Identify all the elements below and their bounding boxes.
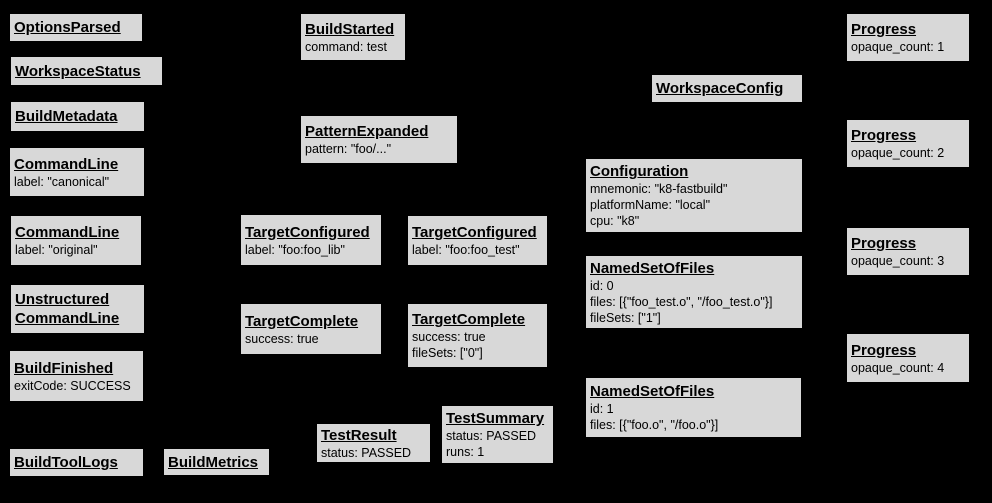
node-build-finished: BuildFinished exitCode: SUCCESS [9,350,144,402]
node-title: Configuration [590,163,689,180]
node-detail: success: true [412,330,486,344]
node-progress-3: Progress opaque_count: 3 [846,227,970,276]
node-test-summary: TestSummary status: PASSED runs: 1 [441,405,554,464]
node-target-complete-foo-lib: TargetComplete success: true [240,303,382,355]
node-detail: status: PASSED [321,445,412,460]
node-options-parsed: OptionsParsed [9,13,143,42]
node-title: TestSummary [446,410,545,427]
node-configuration: Configuration mnemonic: "k8-fastbuild" p… [585,158,803,233]
node-detail: opaque_count: 3 [851,254,945,268]
node-detail: id: 1 [590,402,614,416]
node-pattern-expanded: PatternExpanded pattern: "foo/..." [300,115,458,164]
node-title: Unstructured CommandLine [15,291,120,327]
node-title: BuildToolLogs [14,454,118,471]
node-progress-2: Progress opaque_count: 2 [846,119,970,168]
node-build-metrics: BuildMetrics [163,448,270,476]
node-named-set-of-files-0: NamedSetOfFiles id: 0 files: [{"foo_test… [585,255,803,329]
node-detail: label: "canonical" [14,174,110,189]
node-title: TestResult [321,426,397,444]
node-title: OptionsParsed [14,19,121,36]
node-title: WorkspaceStatus [15,62,141,80]
node-detail: runs: 1 [446,445,485,459]
node-detail: status: PASSED [446,429,537,443]
node-title: CommandLine [15,224,120,241]
node-title: TargetConfigured [412,224,537,241]
node-detail: exitCode: SUCCESS [14,378,131,393]
node-detail: opaque_count: 4 [851,360,945,375]
node-command-line-original: CommandLine label: "original" [10,215,142,266]
node-title: TargetComplete [412,311,526,328]
node-title: PatternExpanded [305,123,429,140]
node-title: TargetConfigured [245,223,370,241]
node-target-configured-foo-test: TargetConfigured label: "foo:foo_test" [407,215,548,266]
node-workspace-status: WorkspaceStatus [10,56,163,86]
node-title: BuildMetrics [168,453,259,471]
node-build-started: BuildStarted command: test [300,13,406,61]
node-detail: fileSets: ["1"] [590,310,661,325]
node-detail: label: "foo:foo_lib" [245,242,345,257]
node-detail: opaque_count: 2 [851,146,945,160]
node-build-tool-logs: BuildToolLogs [9,448,144,477]
node-detail: files: [{"foo_test.o", "/foo_test.o"}] [590,294,773,309]
node-build-metadata: BuildMetadata [10,101,145,132]
node-detail: opaque_count: 1 [851,40,945,54]
node-progress-1: Progress opaque_count: 1 [846,13,970,62]
node-target-complete-foo-test: TargetComplete success: true fileSets: [… [407,303,548,368]
node-title: Progress [851,341,917,359]
node-test-result: TestResult status: PASSED [316,423,431,463]
node-title: NamedSetOfFiles [590,259,715,277]
node-title: Progress [851,127,917,144]
node-title: Progress [851,21,917,38]
node-title: NamedSetOfFiles [590,383,715,400]
node-detail: cpu: "k8" [590,214,640,228]
node-title: Progress [851,235,917,252]
node-title: BuildStarted [305,20,395,38]
node-detail: label: "original" [15,243,98,257]
node-detail: fileSets: ["0"] [412,346,483,360]
node-detail: command: test [305,39,387,54]
node-workspace-config: WorkspaceConfig [651,74,803,103]
node-unstructured-command-line: Unstructured CommandLine [10,284,145,334]
node-named-set-of-files-1: NamedSetOfFiles id: 1 files: [{"foo.o", … [585,377,802,438]
node-detail: success: true [245,331,319,346]
node-detail: id: 0 [590,278,614,293]
node-detail: pattern: "foo/..." [305,142,392,156]
node-command-line-canonical: CommandLine label: "canonical" [9,147,145,197]
node-detail: label: "foo:foo_test" [412,243,520,257]
node-detail: platformName: "local" [590,198,711,212]
node-title: TargetComplete [245,312,359,330]
node-progress-4: Progress opaque_count: 4 [846,333,970,383]
node-title: BuildFinished [14,359,114,377]
node-title: CommandLine [14,155,119,173]
node-title: WorkspaceConfig [656,80,784,97]
node-detail: files: [{"foo.o", "/foo.o"}] [590,418,719,432]
node-target-configured-foo-lib: TargetConfigured label: "foo:foo_lib" [240,214,382,266]
node-title: BuildMetadata [15,108,118,125]
node-detail: mnemonic: "k8-fastbuild" [590,182,728,196]
